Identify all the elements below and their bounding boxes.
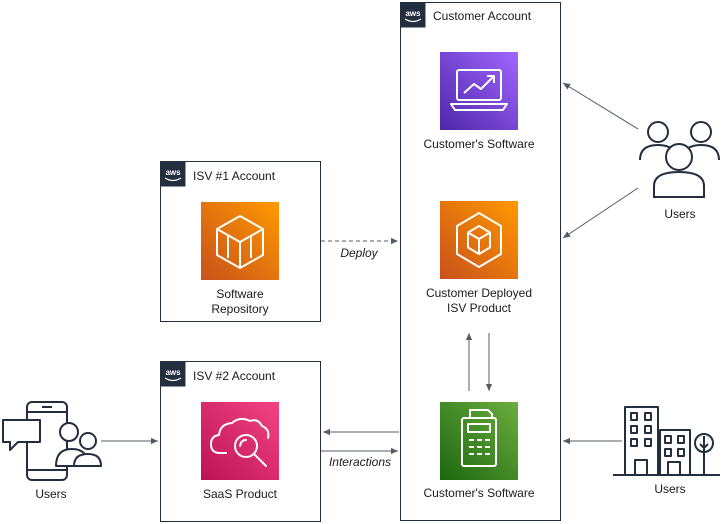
deploy-label-bg — [334, 245, 382, 261]
users-left-label: Users — [35, 487, 66, 501]
users-mobile-left: Users — [2, 401, 102, 501]
isv2-account-title: ISV #2 Account — [193, 369, 276, 383]
customer-software-top-label: Customer's Software — [424, 137, 535, 151]
users-buildings-right: Users — [613, 406, 720, 496]
users-building-label: Users — [654, 482, 685, 496]
aws-logo-icon: aws — [160, 361, 186, 387]
aws-logo-icon: aws — [160, 161, 186, 187]
cloud-search-icon — [201, 402, 279, 480]
software-repository-label-line2: Repository — [211, 302, 268, 316]
laptop-chart-icon — [440, 52, 518, 130]
svg-text:aws: aws — [165, 368, 181, 377]
users-group-right: Users — [639, 121, 720, 221]
isv2-account-group: aws ISV #2 Account — [160, 361, 321, 522]
software-repository-node[interactable]: Software Repository — [201, 202, 279, 316]
users-to-deployed-product-arrow — [562, 187, 639, 239]
svg-text:aws: aws — [405, 9, 421, 18]
saas-product-label: SaaS Product — [203, 487, 278, 501]
users-right-label: Users — [664, 207, 695, 221]
interactions-label: Interactions — [329, 455, 391, 469]
connectors — [101, 82, 639, 455]
customer-software-bottom-label: Customer's Software — [424, 486, 535, 500]
customer-deployed-label-line2: ISV Product — [447, 301, 512, 315]
customer-software-top-node[interactable]: Customer's Software — [424, 52, 535, 151]
customer-software-bottom-node[interactable]: Customer's Software — [424, 402, 535, 500]
isv1-account-group: aws ISV #1 Account — [160, 161, 321, 322]
office-buildings-icon — [613, 406, 720, 476]
customer-deployed-isv-node[interactable]: Customer Deployed ISV Product — [426, 201, 532, 315]
saas-product-node[interactable]: SaaS Product — [201, 402, 279, 501]
aws-logo-icon: aws — [400, 2, 426, 28]
customer-account-title: Customer Account — [433, 9, 532, 23]
customer-account-group: aws Customer Account — [400, 2, 561, 521]
customer-deployed-label-line1: Customer Deployed — [426, 286, 532, 300]
isv1-account-title: ISV #1 Account — [193, 169, 276, 183]
users-group-icon — [639, 121, 720, 198]
svg-text:aws: aws — [165, 168, 181, 177]
deploy-label: Deploy — [340, 246, 378, 260]
users-to-customer-software-arrow — [562, 82, 639, 130]
software-repository-label-line1: Software — [216, 287, 264, 301]
mobile-users-icon — [2, 401, 102, 481]
